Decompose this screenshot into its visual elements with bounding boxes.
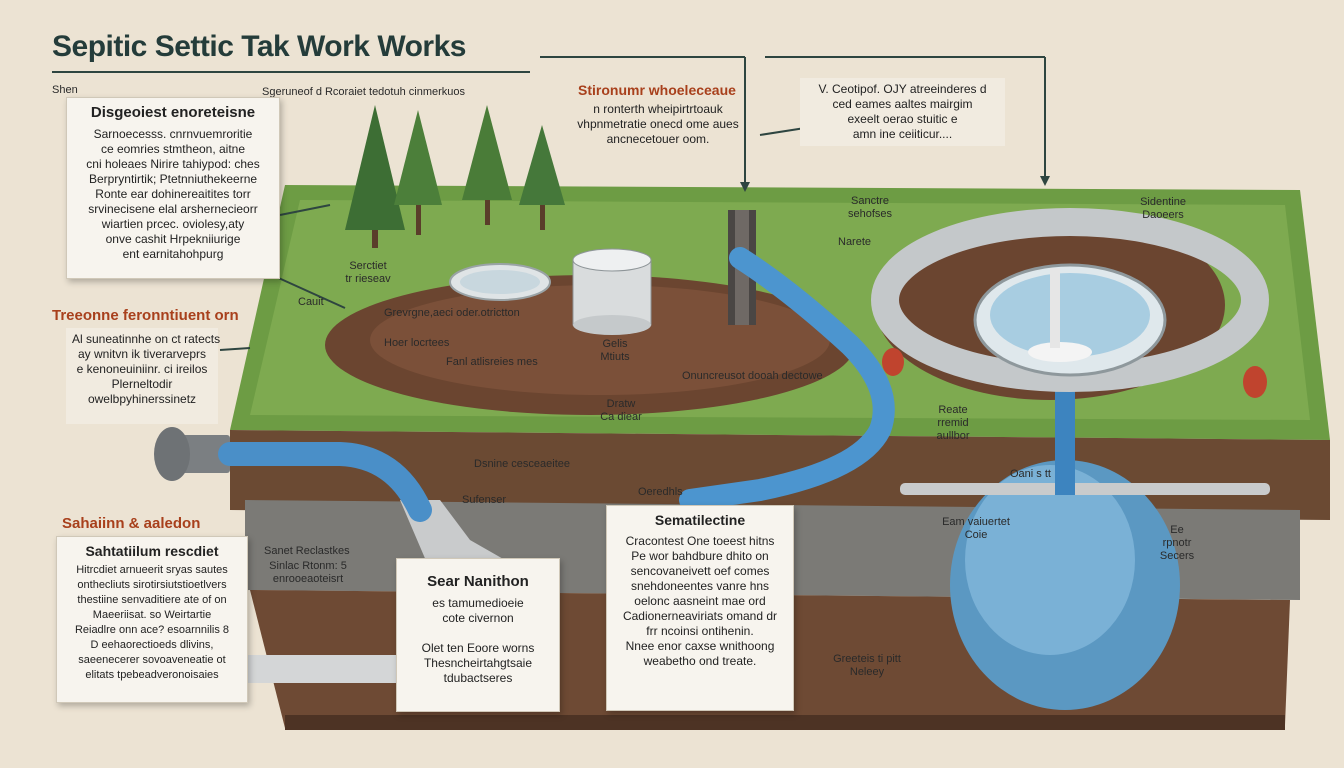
- card-right-line: oelonc aasneint mae ord: [634, 594, 766, 608]
- label-fanl: Fanl atlisreies mes: [446, 356, 538, 368]
- card-top-left-line: Sarnoecesss. cnrnvuemroritie: [93, 127, 253, 141]
- card-right-line: weabetho ond treate.: [643, 654, 757, 668]
- top-right-text: V. Ceotipof. OJY atreeinderes d ced eame…: [800, 78, 1005, 146]
- card-bottom-left-line: Maeeriisat. so Weirtartie: [92, 609, 212, 621]
- middle-left-line: ay wnitvn ik tiverarveprs: [77, 347, 207, 361]
- card-right-line: snehdoneentes vanre hns: [630, 579, 770, 593]
- card-sear-title: Sear Nanithon: [427, 573, 529, 590]
- card-top-left-line: wiartien prcec. oviolesy,aty: [101, 217, 245, 231]
- card-right-title: Sematilectine: [654, 512, 746, 528]
- label-onuncreu: Onuncreusot dooah dectowe: [682, 370, 823, 382]
- tree-group: [345, 105, 565, 248]
- card-right: Sematilectine Cracontest One toeest hitn…: [606, 505, 794, 711]
- label-sufenser: Sufenser: [462, 494, 507, 506]
- card-right-line: Cadionerneaviriats omand dr: [622, 609, 778, 623]
- card-bottom-left-line: Hitrcdiet arnueerit sryas sautes: [76, 564, 228, 576]
- bedrock-strip: [285, 715, 1285, 730]
- top-right-line: amn ine ceiiticur....: [852, 127, 953, 141]
- label-oani: Oani s tt: [1010, 468, 1051, 480]
- card-bottom-left-line: thestiine senvaditiere ate of on: [77, 594, 227, 606]
- card-right-line: sencovaneivett oef comes: [630, 564, 770, 578]
- label-sidentine: Sidentine Daoeers: [1140, 196, 1186, 221]
- card-top-left-line: ce eomries stmtheon, aitne: [100, 142, 246, 156]
- label-dratw: Dratw Ca diear: [600, 398, 642, 423]
- card-top-left-line: onve cashit Hrpekniiurige: [105, 232, 241, 246]
- label-hoer: Hoer locrtees: [384, 337, 450, 349]
- card-top-left-title: Disgeoiest enoreteisne: [90, 104, 256, 121]
- excavation-floor: [370, 285, 830, 395]
- top-right-line: exeelt oerao stuitic e: [847, 112, 958, 126]
- card-top-left-line: Berpryntirtik; Ptetnniuthekeerne: [88, 172, 258, 186]
- card-sear-line: es tamumedioeie: [432, 596, 524, 610]
- card-sear: Sear Nanithon es tamumedioeie cote civer…: [396, 558, 560, 712]
- label-narete: Narete: [838, 236, 872, 248]
- card-bottom-left-line: saeenecerer sovoaveneatie ot: [78, 654, 226, 666]
- top-center-line: vhpnmetratie onecd ome aues: [577, 117, 739, 131]
- card-bottom-left-line: Reiadlre onn ace? esoarnnilis 8: [74, 624, 230, 636]
- label-grevrg: Grevrgne,aeci oder.otrictton: [384, 307, 520, 319]
- card-sear-line: cote civernon: [442, 611, 514, 625]
- subtitle-label: Sgeruneof d Rcoraiet tedotuh cinmerkuos: [262, 86, 466, 98]
- card-top-left-line: ent earnitahohpurg: [122, 247, 224, 261]
- blue-inlet-pipe: [218, 442, 432, 522]
- label-ee: Ee rpnotr Secers: [1159, 524, 1195, 562]
- leader-arrowheads: [740, 176, 1050, 192]
- shem-label: Shen: [52, 84, 78, 96]
- label-sinlac: Sinlac Rtonm: 5 enrooeaoteisrt: [269, 560, 347, 585]
- card-top-left-line: Ronte ear dohinereaitites torr: [95, 187, 251, 201]
- label-reate: Reate rremid aullbor: [936, 404, 970, 442]
- label-serctet: Serctiet tr rieseav: [345, 260, 391, 285]
- card-right-line: frr ncoinsi ontihenin.: [646, 624, 754, 638]
- card-sear-line: Thesncheirtahgtsaie: [423, 656, 533, 670]
- page-title: Sepitic Settic Tak Work Works: [52, 30, 466, 63]
- card-sear-line: [405, 626, 551, 641]
- ring-manifold: [871, 208, 1269, 398]
- top-center-line: n ronterth wheipirtrtoauk: [593, 102, 723, 116]
- top-center-line: ancnecetouer oom.: [606, 132, 710, 146]
- card-right-line: Pe wor bahdbure dhito on: [631, 549, 769, 563]
- middle-left-line: Al suneatinnhe on ct ratects: [72, 332, 221, 346]
- label-oeredhls: Oeredhls: [638, 486, 683, 498]
- blue-outlet-pipe: [679, 247, 895, 511]
- main-septic-tank: [900, 375, 1270, 710]
- card-right-line: Cracontest One toeest hitns: [625, 534, 775, 548]
- label-sanet: Sanet Reclastkes: [264, 545, 350, 557]
- card-sear-line: tdubactseres: [443, 671, 513, 685]
- label-dsnine: Dsnine cesceaeitee: [474, 458, 571, 470]
- card-top-left: Disgeoiest enoreteisne Sarnoecesss. cnrn…: [66, 97, 280, 279]
- top-center-heading: Stironumr whoeleceaue: [578, 82, 736, 98]
- top-right-line: ced eames aaltes mairgim: [832, 97, 973, 111]
- label-cauit: Cauit: [298, 296, 324, 308]
- label-eam: Eam vaiuertet Coie: [942, 516, 1010, 541]
- card-bottom-left-line: onthecliuts sirotirsiutstioetlvers: [77, 579, 227, 591]
- leader-lines: [219, 56, 1046, 351]
- card-bottom-left-title: Sahtatiilum rescdiet: [85, 543, 219, 559]
- bottom-left-heading: Sahaiinn & aaledon: [62, 515, 201, 532]
- holding-cylinder: [572, 248, 652, 335]
- top-center-text: n ronterth wheipirtrtoauk vhpnmetratie o…: [570, 98, 746, 148]
- label-greeteis: Greeteis ti pitt Neleey: [833, 653, 901, 678]
- middle-left-line: owelbpyhinerssinetz: [87, 392, 197, 406]
- card-bottom-left-line: D eehaorectioeds dlivins,: [90, 639, 214, 651]
- card-bottom-left-line: elitats tpebeadveronoisaies: [85, 669, 219, 681]
- card-bottom-left: Sahtatiilum rescdiet Hitrcdiet arnueerit…: [56, 536, 248, 703]
- label-gelis: Gelis Mtiuts: [600, 338, 630, 363]
- label-sanctre: Sanctre sehofses: [847, 195, 893, 220]
- card-right-line: Nnee enor caxse wnithoong: [625, 639, 775, 653]
- card-sear-line: Olet ten Eoore worns: [421, 641, 535, 655]
- middle-left-heading: Treeonne feronntiuent orn: [52, 307, 239, 324]
- card-top-left-line: cni holeaes Nirire tahiypod: ches: [86, 157, 260, 171]
- middle-left-line: e kenoneuiniinr. ci ireilos: [76, 362, 208, 376]
- middle-left-text: Al suneatinnhe on ct ratects ay wnitvn i…: [66, 328, 221, 424]
- card-top-left-line: srvinecisene elal arshernecieorr: [88, 202, 258, 216]
- top-right-line: V. Ceotipof. OJY atreeinderes d: [818, 82, 987, 96]
- middle-left-line: Plerneltodir: [111, 377, 173, 391]
